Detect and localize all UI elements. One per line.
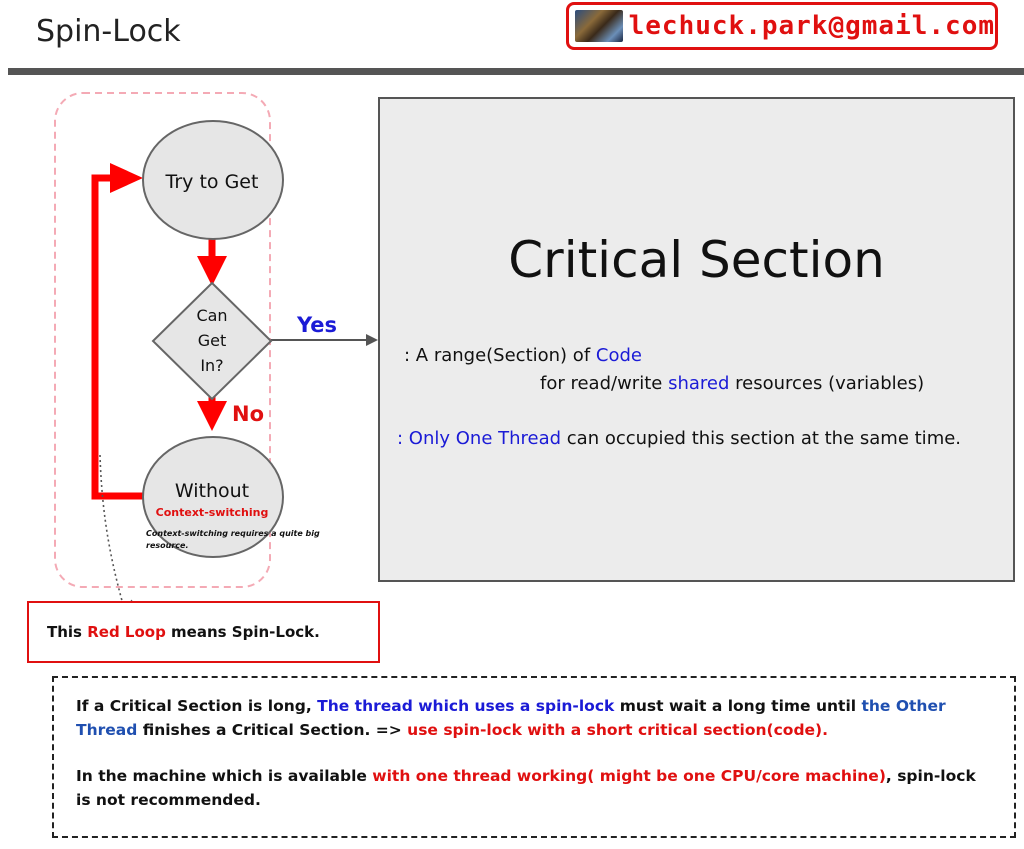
critical-desc-line3-suffix: can occupied this section at the same ti… — [561, 428, 962, 449]
try-label: Try to Get — [165, 171, 259, 193]
arrow-try-to-decision-head — [197, 256, 227, 286]
decision-label-line3: In? — [200, 356, 223, 375]
without-label: Without — [175, 480, 249, 502]
warning-p1-other-thread: the Other Thread — [76, 697, 946, 739]
critical-desc-line2: for read/write shared resources (variabl… — [540, 373, 924, 394]
context-note-line2: resource. — [146, 541, 188, 550]
email-text: lechuck.park@gmail.com — [628, 11, 995, 41]
note-suffix: means Spin-Lock. — [171, 623, 320, 641]
decision-label-line1: Can — [196, 306, 227, 325]
dotted-pointer — [99, 454, 136, 612]
spin-loop-arrowhead — [110, 163, 143, 193]
header-divider — [8, 68, 1024, 75]
warning-p1-c: must wait a long time until — [614, 697, 862, 715]
decision-node — [151, 281, 273, 401]
warning-p1-a: If a Critical Section is long, — [76, 697, 318, 715]
critical-desc-line3: : Only One Thread can occupied this sect… — [397, 428, 961, 449]
spin-lock-note: This Red Loop means Spin-Lock. — [27, 601, 380, 663]
context-note-line1: Context-switching requires a quite big — [146, 529, 320, 538]
email-badge: lechuck.park@gmail.com — [566, 2, 998, 50]
warning-box: If a Critical Section is long, The threa… — [52, 676, 1016, 838]
without-node — [142, 436, 284, 558]
spin-loop-line — [91, 174, 146, 500]
critical-desc-line2-prefix: for read/write — [540, 373, 669, 394]
critical-desc-line1-prefix: : A range(Section) of — [404, 345, 596, 366]
note-red-loop: Red Loop — [87, 623, 166, 641]
critical-desc-line3-prefix: : — [397, 428, 409, 449]
critical-desc-only-one-thread: Only One Thread — [408, 428, 562, 449]
warning-p1-thread: The thread which uses a spin-lock — [317, 697, 615, 715]
avatar — [575, 10, 623, 42]
critical-desc-line1: : A range(Section) of Code — [404, 345, 642, 366]
yes-label: Yes — [296, 313, 337, 337]
critical-section-box: Critical Section : A range(Section) of C… — [378, 97, 1015, 582]
note-prefix: This — [47, 623, 82, 641]
context-switching-label: Context-switching — [156, 506, 269, 519]
warning-p2-one-thread: with one thread working( might be one CP… — [372, 767, 886, 785]
critical-desc-shared: shared — [668, 373, 730, 394]
critical-desc-line2-suffix: resources (variables) — [729, 373, 925, 394]
warning-paragraph-2: In the machine which is available with o… — [76, 764, 994, 812]
decision-label-line2: Get — [198, 331, 227, 350]
warning-p2-a: In the machine which is available — [76, 767, 373, 785]
no-label: No — [232, 402, 264, 426]
warning-p1-e: finishes a Critical Section. => — [137, 721, 408, 739]
page-title: Spin-Lock — [36, 14, 181, 49]
warning-p2-c: , spin-lock is not recommended. — [76, 767, 976, 809]
warning-p1-advice: use spin-lock with a short critical sect… — [407, 721, 829, 739]
try-node — [142, 120, 284, 240]
critical-desc-code: Code — [595, 345, 642, 366]
critical-section-title: Critical Section — [508, 231, 885, 289]
warning-paragraph-1: If a Critical Section is long, The threa… — [76, 694, 994, 742]
arrow-decision-to-without-head — [197, 401, 227, 431]
